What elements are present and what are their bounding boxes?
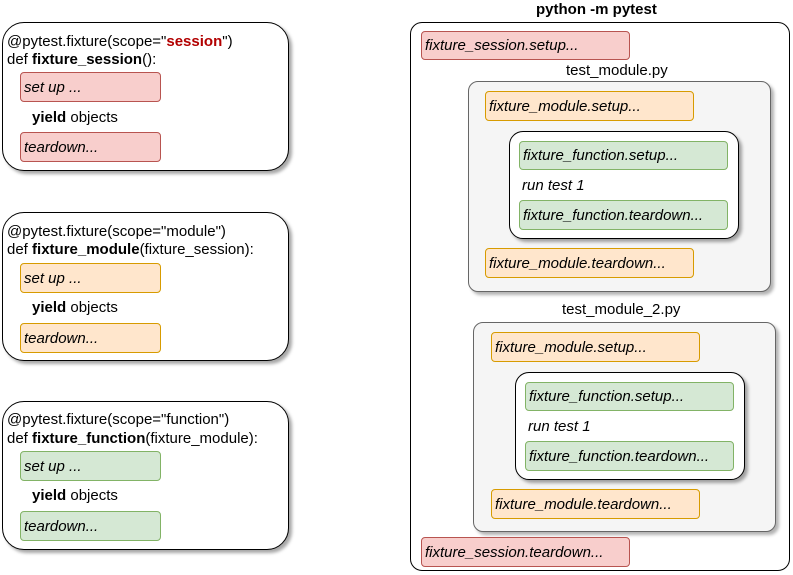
module-1-teardown-box: fixture_module.teardown... <box>485 248 694 278</box>
fixture-function-name: fixture_function <box>32 430 146 447</box>
module-2-teardown-box: fixture_module.teardown... <box>491 489 700 519</box>
fixture-session-def: def fixture_session(): <box>7 51 157 68</box>
fixture-function-yield: yield objects <box>32 487 118 504</box>
module-1-title: test_module.py <box>566 62 668 79</box>
scope-session-keyword: session <box>166 33 223 50</box>
fixture-function-decorator: @pytest.fixture(scope="function") <box>7 411 230 428</box>
fixture-module-card: @pytest.fixture(scope="module") def fixt… <box>2 212 289 361</box>
fixture-function-setup-box: set up ... <box>20 451 161 481</box>
module-1-function-setup-box: fixture_function.setup... <box>519 141 728 170</box>
fixture-module-name: fixture_module <box>32 241 140 258</box>
fixture-session-name: fixture_session <box>32 51 143 68</box>
module-2-title: test_module_2.py <box>562 301 681 318</box>
module-2-function-setup-box: fixture_function.setup... <box>525 382 734 411</box>
fixture-session-setup-box: set up ... <box>20 72 161 102</box>
module-2-run-test: run test 1 <box>528 418 591 435</box>
module-1-setup-box: fixture_module.setup... <box>485 91 694 121</box>
fixture-module-setup-box: set up ... <box>20 263 161 293</box>
fixture-function-teardown-box: teardown... <box>20 511 161 541</box>
module-1-function-teardown-box: fixture_function.teardown... <box>519 200 728 230</box>
session-teardown-box: fixture_session.teardown... <box>421 537 630 567</box>
fixture-module-yield: yield objects <box>32 299 118 316</box>
fixture-module-decorator: @pytest.fixture(scope="module") <box>7 223 226 240</box>
fixture-session-teardown-box: teardown... <box>20 132 161 162</box>
fixture-module-def: def fixture_module(fixture_session): <box>7 241 254 258</box>
fixture-session-decorator: @pytest.fixture(scope="session") <box>7 33 233 50</box>
fixture-session-card: @pytest.fixture(scope="session") def fix… <box>2 22 289 171</box>
fixture-module-teardown-box: teardown... <box>20 323 161 353</box>
module-2-function-teardown-box: fixture_function.teardown... <box>525 441 734 471</box>
module-2-setup-box: fixture_module.setup... <box>491 332 700 362</box>
execution-title: python -m pytest <box>536 1 657 18</box>
fixture-session-yield: yield objects <box>32 109 118 126</box>
fixture-function-def: def fixture_function(fixture_module): <box>7 430 258 447</box>
session-setup-box: fixture_session.setup... <box>421 31 630 60</box>
fixture-function-card: @pytest.fixture(scope="function") def fi… <box>2 401 289 550</box>
module-1-run-test: run test 1 <box>522 177 585 194</box>
